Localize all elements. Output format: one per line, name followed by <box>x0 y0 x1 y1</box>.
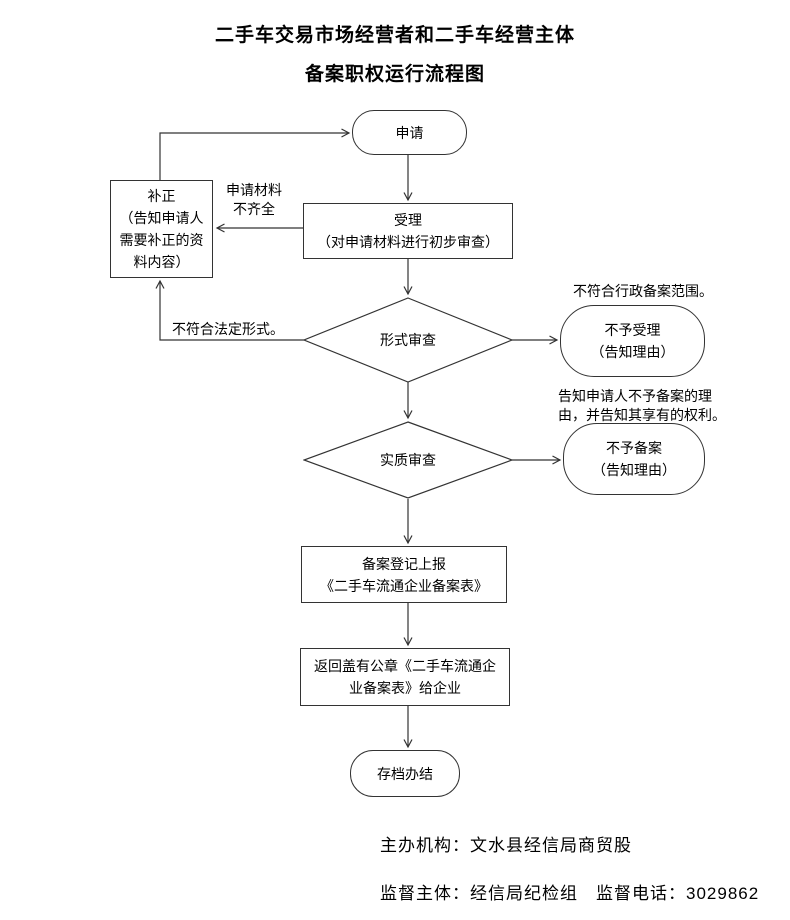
page-title-line1: 二手车交易市场经营者和二手车经营主体 <box>214 25 575 46</box>
node-archive: 存档办结 <box>350 750 460 797</box>
diamond-shape <box>303 421 513 499</box>
node-reject-accept: 不予受理 （告知理由） <box>560 305 705 377</box>
node-return-form-label: 返回盖有公章《二手车流通企 业备案表》给企业 <box>314 658 496 696</box>
edge-label-materials-incomplete: 申请材料 不齐全 <box>226 182 282 217</box>
edge-supplement-apply <box>159 128 351 180</box>
node-supplement: 补正 （告知申请人 需要补正的资 料内容） <box>110 180 213 278</box>
node-return-form: 返回盖有公章《二手车流通企 业备案表》给企业 <box>300 648 510 706</box>
node-accept: 受理 （对申请材料进行初步审查） <box>303 203 513 259</box>
node-apply: 申请 <box>352 110 467 155</box>
node-register-label: 备案登记上报 《二手车流通企业备案表》 <box>320 555 488 594</box>
node-apply-label: 申请 <box>395 124 424 141</box>
node-supplement-label: 补正 （告知申请人 需要补正的资 料内容） <box>119 188 204 270</box>
page-title-line2: 备案职权运行流程图 <box>304 64 485 85</box>
edge-label-inform-reason: 告知申请人不予备案的理 由，并告知其享有的权利。 <box>558 388 726 423</box>
footer-supervisor: 监督主体：经信局纪检组 监督电话：3029862 <box>380 884 760 903</box>
node-substantive-review-label: 实质审查 <box>380 452 436 468</box>
node-reject-filing-label: 不予备案 （告知理由） <box>592 440 676 478</box>
node-formal-review-label: 形式审查 <box>380 332 436 348</box>
node-reject-accept-label: 不予受理 （告知理由） <box>590 322 675 360</box>
edge-label-not-in-scope: 不符合行政备案范围。 <box>573 283 713 299</box>
node-reject-filing: 不予备案 （告知理由） <box>563 423 705 495</box>
node-substantive-review: 实质审查 <box>303 421 513 499</box>
node-formal-review: 形式审查 <box>303 297 513 383</box>
node-archive-label: 存档办结 <box>377 765 433 782</box>
node-accept-label: 受理 （对申请材料进行初步审查） <box>317 212 499 250</box>
edge-label-not-legal-form: 不符合法定形式。 <box>172 321 284 337</box>
node-register: 备案登记上报 《二手车流通企业备案表》 <box>301 546 507 603</box>
footer-organizer: 主办机构：文水县经信局商贸股 <box>380 836 632 855</box>
